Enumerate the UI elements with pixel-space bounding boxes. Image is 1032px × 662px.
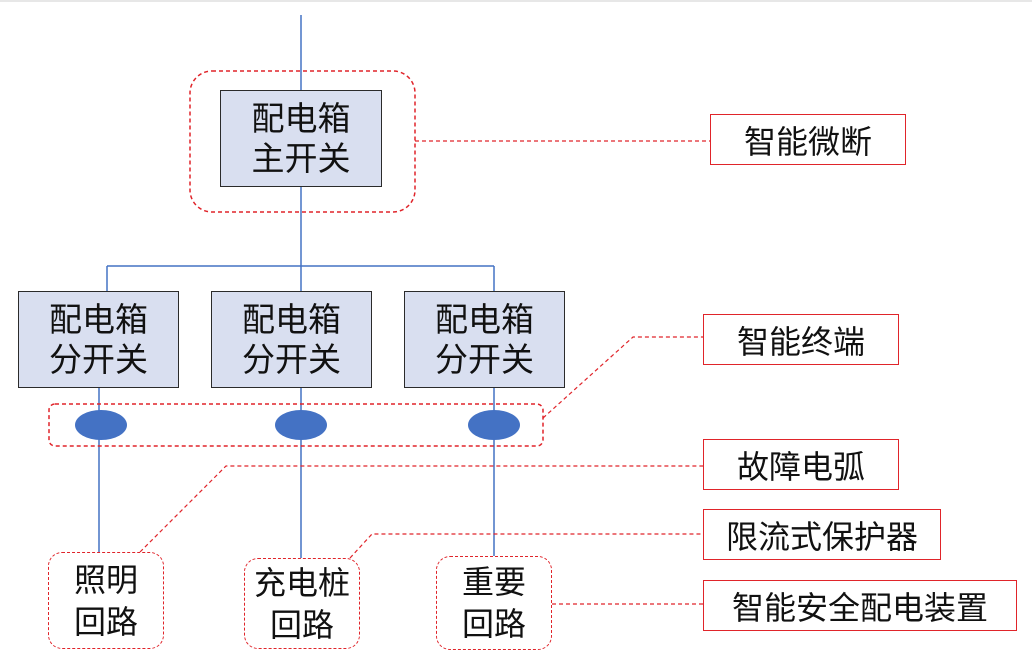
circuit-line1: 重要 [461,563,526,601]
circuit-line2: 回路 [73,602,138,641]
terminal-node-right [468,410,520,440]
callout-arc-fault: 故障电弧 [703,439,899,490]
callout-smart-breaker: 智能微断 [710,114,906,165]
branch-switch-line1: 配电箱 [242,299,341,339]
main-switch-line2: 主开关 [251,138,351,178]
branch-switch-line2: 分开关 [49,339,148,379]
circuit-charging-pile: 充电桩 回路 [244,558,360,649]
circuit-line1: 照明 [73,560,138,599]
branch-switch-box-2: 配电箱 分开关 [211,291,372,388]
callout-current-limiter: 限流式保护器 [703,509,941,560]
branch-switch-box-1: 配电箱 分开关 [18,291,179,388]
branch-switch-line2: 分开关 [242,339,341,379]
leader-current-limiter [349,533,703,559]
main-switch-box: 配电箱 主开关 [220,90,382,187]
callout-smart-terminal: 智能终端 [703,314,899,365]
circuit-line1: 充电桩 [253,563,350,602]
branch-switch-line1: 配电箱 [49,299,148,339]
leader-smart-terminal [542,336,703,419]
leader-arc-fault [139,465,703,553]
circuit-critical: 重要 回路 [436,556,552,650]
terminal-dashed-group [48,403,544,447]
terminal-node-left [75,410,127,440]
main-switch-line1: 配电箱 [251,98,351,138]
circuit-lighting: 照明 回路 [48,552,164,649]
circuit-line2: 回路 [269,605,334,644]
terminal-node-middle [275,410,327,440]
branch-switch-box-3: 配电箱 分开关 [404,291,565,388]
branch-switch-line2: 分开关 [435,339,534,379]
callout-safety-device: 智能安全配电装置 [703,580,1017,631]
branch-switch-line1: 配电箱 [435,299,534,339]
circuit-line2: 回路 [461,605,526,643]
main-switch-dashed-group [189,70,416,213]
